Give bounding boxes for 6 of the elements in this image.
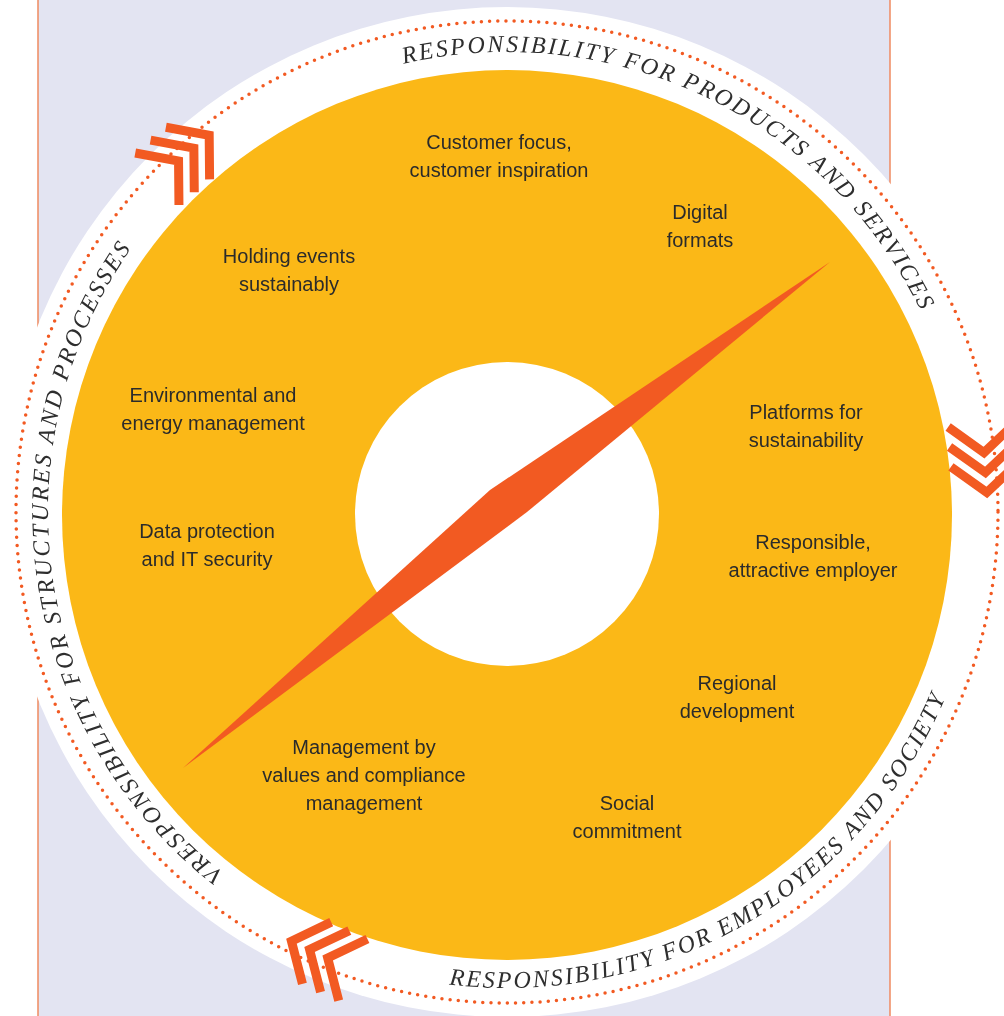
topic-label: Management by values and compliance management xyxy=(261,735,467,816)
topic-label: Responsible, attractive employer xyxy=(727,530,899,583)
topic-label: Customer focus, customer inspiration xyxy=(408,130,590,183)
topic-label: Platforms for sustainability xyxy=(747,400,865,453)
topic-label: Holding events sustainably xyxy=(221,244,357,297)
topic-label: Social commitment xyxy=(571,791,683,844)
